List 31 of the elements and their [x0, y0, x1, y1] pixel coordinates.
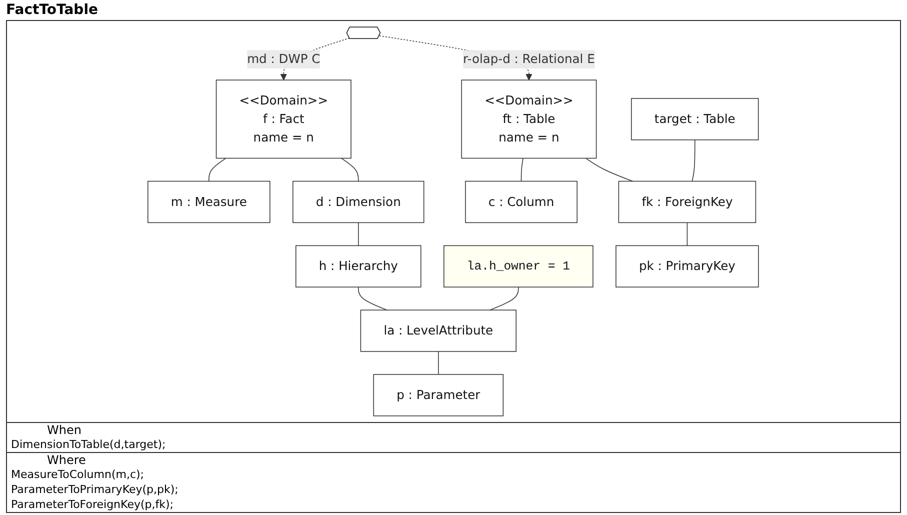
node-box: p : Parameter: [374, 374, 504, 416]
node-box: la : LevelAttribute: [360, 310, 517, 352]
section-heading: Where: [47, 453, 86, 467]
section-heading: When: [47, 423, 82, 437]
edge-label: md : DWP C: [247, 52, 321, 66]
connector: [490, 286, 520, 310]
frame-title: FactToTable: [6, 2, 99, 20]
node-box: pk : PrimaryKey: [616, 245, 760, 288]
node-box: d : Dimension: [292, 180, 425, 224]
node-box: target : Table: [631, 98, 760, 140]
node-box: fk : ForeignKey: [618, 180, 756, 224]
connector: [586, 158, 634, 182]
connector: [438, 351, 440, 375]
node-box: la.h_owner = 1: [444, 245, 594, 288]
connector: [208, 158, 227, 182]
node-box: <<Domain>> ft : Table name = n: [462, 80, 598, 159]
expression-text: ParameterToForeignKey(p,fk);: [11, 498, 174, 511]
expression-text: DimensionToTable(d,target);: [11, 438, 166, 451]
expression-text: MeasureToColumn(m,c);: [11, 468, 144, 481]
node-box: <<Domain>> f : Fact name = n: [216, 80, 352, 159]
connector: [687, 222, 688, 246]
edge-label: r-olap-d : Relational E: [463, 52, 596, 66]
connector: [521, 158, 524, 182]
connector: [341, 158, 360, 182]
connector: [358, 286, 388, 310]
connector: [358, 222, 360, 246]
node-box: c : Column: [465, 180, 578, 224]
node-box: m : Measure: [148, 180, 271, 224]
node-box: h : Hierarchy: [296, 245, 422, 288]
expression-text: ParameterToPrimaryKey(p,pk);: [11, 483, 178, 496]
connector: [692, 139, 696, 182]
